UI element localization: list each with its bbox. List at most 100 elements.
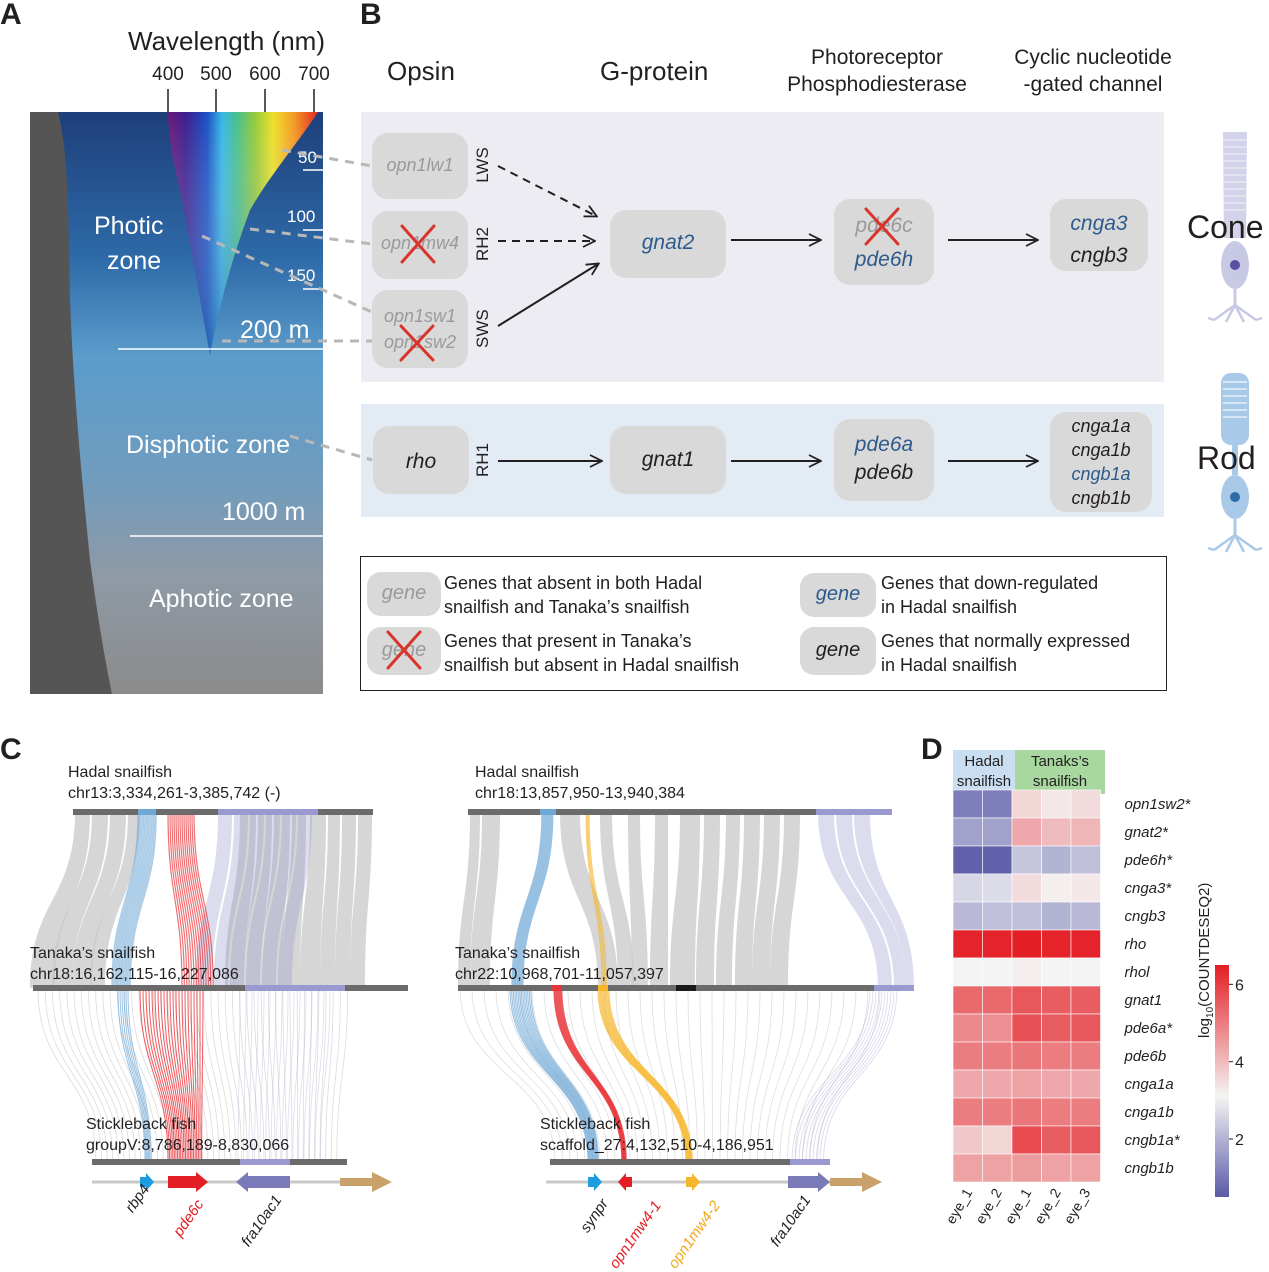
heatmap-cell xyxy=(1071,930,1101,958)
chromosome-stickleback-right xyxy=(550,1159,830,1165)
synteny-line-gray xyxy=(758,988,785,1162)
synteny-line-gray xyxy=(712,988,713,1162)
synteny-line-gray xyxy=(750,988,772,1162)
heatmap-row-label: cngb1b xyxy=(1125,1160,1174,1177)
synteny-line-lavender xyxy=(813,988,888,1162)
synteny-line-gray xyxy=(652,988,675,1162)
gene-arrow-fra10ac1-right xyxy=(788,1172,830,1192)
synteny-line-blue xyxy=(512,988,589,1162)
heatmap-cell xyxy=(983,1014,1013,1042)
heatmap-cell xyxy=(1012,846,1042,874)
heatmap-cell xyxy=(1042,958,1072,986)
heatmap-cell xyxy=(1071,790,1101,818)
heatmap-column-label: eye_1 xyxy=(942,1185,975,1226)
chromosome-segment-lavender xyxy=(790,1159,830,1165)
cross-opn1sw2 xyxy=(401,326,433,360)
colorbar xyxy=(1215,965,1229,1197)
heatmap-row-label: rho xyxy=(1125,936,1147,953)
left-tanaka-name: Tanaka’s snailfish xyxy=(30,945,155,963)
right-hadal-name: Hadal snailfish xyxy=(475,764,579,782)
synteny-line-lavender xyxy=(277,988,283,1162)
group-hadal-line1: Hadal xyxy=(953,753,1015,770)
heatmap-cell xyxy=(1042,790,1072,818)
direction-arrow-right xyxy=(830,1172,882,1192)
heatmap-cell xyxy=(1042,1070,1072,1098)
heatmap-cell xyxy=(1012,1014,1042,1042)
heatmap-cell xyxy=(1012,818,1042,846)
heatmap-cell xyxy=(1042,1098,1072,1126)
synteny-line-gray xyxy=(728,988,737,1162)
right-tanaka-name: Tanaka’s snailfish xyxy=(455,945,580,963)
heatmap-cell xyxy=(983,1154,1013,1182)
heatmap-cell xyxy=(1042,1014,1072,1042)
synteny-line-gray xyxy=(700,988,705,1162)
heatmap-cell xyxy=(1012,1098,1042,1126)
heatmap-cell xyxy=(1042,874,1072,902)
synteny-line-gray xyxy=(60,988,113,1162)
chromosome-segment-blue xyxy=(540,809,556,815)
heatmap-cell xyxy=(1042,902,1072,930)
heatmap-row-label: pde6a* xyxy=(1124,1020,1174,1037)
synteny-line-blue xyxy=(518,988,592,1162)
left-tanaka-coords: chr18:16,162,115-16,227,086 xyxy=(30,966,239,984)
heatmap-cell xyxy=(953,790,983,818)
heatmap-cell xyxy=(953,1042,983,1070)
heatmap-cell xyxy=(1071,902,1101,930)
left-stickle-coords: groupV:8,786,189-8,830,066 xyxy=(86,1137,289,1155)
heatmap-cell xyxy=(1071,1154,1101,1182)
heatmap-cell xyxy=(1012,790,1042,818)
synteny-ribbon-gray xyxy=(670,812,700,988)
synteny-line-gray xyxy=(720,988,724,1162)
heatmap-cell xyxy=(1012,1126,1042,1154)
heatmap-cell xyxy=(1012,902,1042,930)
colorbar-label: log10(COUNTDESEQ2) xyxy=(1196,883,1216,1038)
synteny-line-gray xyxy=(803,988,857,1162)
cross-pde6c xyxy=(866,209,898,244)
heatmap-cell xyxy=(953,1098,983,1126)
heatmap-cell xyxy=(983,902,1013,930)
heatmap-row-label: gnat2* xyxy=(1125,824,1170,841)
colorbar-tick-label: 4 xyxy=(1235,1055,1244,1072)
heatmap-cell xyxy=(983,1098,1013,1126)
synteny-line-gray xyxy=(254,988,264,1162)
synteny-line-gray xyxy=(788,988,833,1162)
heatmap-row-label: cnga1b xyxy=(1125,1104,1174,1121)
synteny-line-blue xyxy=(516,988,591,1162)
synteny-line-lavender xyxy=(244,988,247,1162)
synteny-line-gray xyxy=(153,988,185,1162)
heatmap-column-label: eye_2 xyxy=(972,1185,1005,1226)
synteny-line-lavender xyxy=(321,988,331,1162)
heatmap-row-label: cngb3 xyxy=(1125,908,1167,925)
synteny-line-lavender xyxy=(799,988,876,1162)
synteny-line-red xyxy=(197,988,198,1162)
heatmap-cell xyxy=(1042,846,1072,874)
gene-arrow-fra10ac1 xyxy=(236,1172,290,1192)
heatmap-row-label: cnga1a xyxy=(1125,1076,1174,1093)
heatmap-row-label: pde6b xyxy=(1124,1048,1167,1065)
heatmap-cell xyxy=(1042,930,1072,958)
synteny-line-gray xyxy=(45,988,101,1162)
heatmap-column-label: eye_3 xyxy=(1060,1185,1093,1226)
synteny-line-gray xyxy=(780,988,820,1162)
group-tanaka-line1: Tanaks’s xyxy=(1015,753,1105,770)
heatmap-cell xyxy=(1071,986,1101,1014)
heatmap-cell xyxy=(983,846,1013,874)
heatmap-cell xyxy=(983,818,1013,846)
heatmap-row-label: opn1sw2* xyxy=(1125,796,1192,813)
heatmap-cell xyxy=(1012,930,1042,958)
heatmap-cell xyxy=(953,846,983,874)
synteny-line-gray xyxy=(337,988,348,1162)
left-hadal-coords: chr13:3,334,261-3,385,742 (-) xyxy=(68,785,281,803)
chromosome-stickleback-left xyxy=(92,1159,347,1165)
heatmap-cell xyxy=(1071,1070,1101,1098)
heatmap-cell xyxy=(1071,958,1101,986)
synteny-line-gray xyxy=(773,988,809,1162)
cross-legend xyxy=(388,632,420,668)
synteny-line-gray xyxy=(743,988,761,1162)
chromosome-segment-orange xyxy=(598,985,608,991)
synteny-line-blue xyxy=(515,988,591,1162)
chromosome-segment-lavender xyxy=(245,985,345,991)
synteny-line-gray xyxy=(460,988,555,1162)
synteny-line-gray xyxy=(38,988,96,1162)
heatmap-cell xyxy=(983,874,1013,902)
